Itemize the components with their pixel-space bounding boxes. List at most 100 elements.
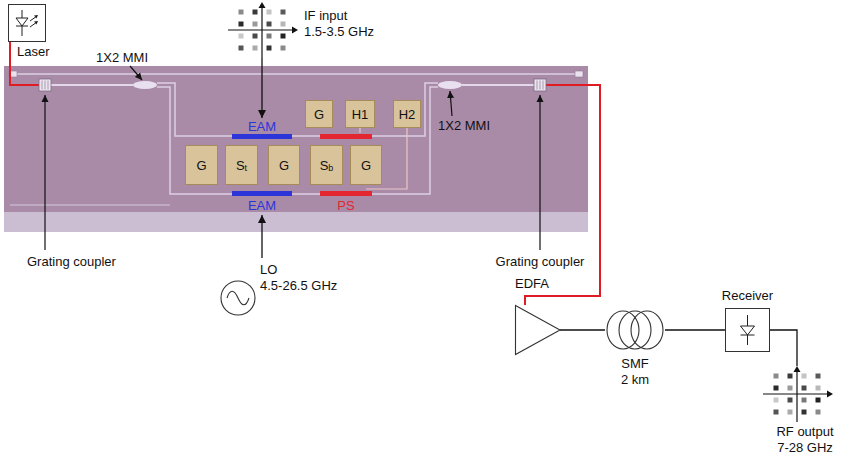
constellation-point: [239, 22, 244, 27]
grating-line: [543, 81, 544, 90]
leader-arrow: [539, 95, 540, 250]
node-text: Receiver: [722, 288, 773, 303]
connector-line: [525, 85, 600, 305]
node-text: G: [361, 158, 371, 173]
constellation-point: [281, 22, 286, 27]
chip-photo: [4, 66, 588, 232]
constellation-point: [253, 34, 258, 39]
axis-line: [261, 7, 262, 58]
node-outline: [515, 305, 560, 355]
pad-metal: [186, 146, 218, 185]
grating-coupler: Grating coupler: [534, 79, 546, 91]
leader-arrow: [130, 66, 142, 80]
node-text: G: [314, 107, 324, 122]
electrode-pad: St: [225, 145, 258, 185]
laser-box: Laser: [8, 4, 46, 42]
pad-label: G: [185, 145, 218, 185]
signal-source: LO4.5-26.5 GHz: [220, 258, 345, 316]
node-text: RF output: [776, 424, 833, 439]
constellation-point: [253, 46, 258, 51]
mmi-coupler: [133, 81, 157, 89]
constellation-point: [281, 10, 286, 15]
node-text: G: [279, 158, 289, 173]
waveguide: [51, 84, 133, 86]
arrow-head: [34, 15, 38, 19]
pad-metal: [346, 101, 375, 128]
constellation-point: [253, 10, 258, 15]
pad-metal: [269, 146, 300, 185]
connector-line: [665, 329, 725, 330]
constellation-point: [239, 10, 244, 15]
grating-line: [537, 81, 538, 90]
coupler-square: [534, 79, 546, 91]
arrow-head: [827, 391, 833, 398]
modulator-arm: [157, 87, 438, 194]
leader-arrow: [450, 91, 452, 116]
constellation-point: [267, 22, 272, 27]
node-text: 7-28 GHz: [777, 440, 833, 455]
node-text: EAM: [248, 198, 276, 213]
coupler-square: [39, 79, 51, 91]
constellation-point: [774, 410, 779, 415]
grating-line: [48, 81, 49, 90]
node-text: Grating coupler: [27, 254, 116, 269]
grating-line: [45, 81, 46, 90]
arrow-head: [794, 366, 801, 372]
constellation-point: [774, 398, 779, 403]
pad-metal: [351, 146, 382, 185]
node-text: Grating coupler: [496, 254, 585, 269]
constellation-point: [816, 410, 821, 415]
node-text: EAM: [248, 119, 276, 134]
electrode-pad: Sb: [310, 145, 343, 185]
pad-label: G: [305, 100, 333, 128]
connector-line: [261, 58, 262, 118]
modulator-bar: EAM: [232, 191, 292, 215]
bar-strip: [232, 191, 292, 196]
constellation-point: [281, 46, 286, 51]
source-circle: [221, 281, 255, 315]
bar-strip: [320, 191, 372, 196]
test-coupler: [575, 71, 583, 77]
node-text: LO: [260, 262, 277, 277]
electrode-pad: G: [350, 145, 382, 185]
node-text: Laser: [17, 44, 50, 59]
node-text: 1.5-3.5 GHz: [304, 24, 374, 39]
node-text: EDFA: [515, 276, 549, 291]
node-text: 4.5-26.5 GHz: [260, 278, 337, 293]
constellation-point: [816, 398, 821, 403]
constellation-point: [802, 410, 807, 415]
node-outline: [8, 4, 46, 42]
arrow-head: [34, 21, 38, 25]
node-outline: [725, 308, 770, 352]
node-outline: [605, 310, 665, 350]
connector-line: [261, 215, 262, 258]
pad-metal: [394, 101, 421, 128]
node-text: SMF: [621, 356, 648, 371]
electrode-pad: H1: [345, 100, 375, 128]
diode-symbol: [16, 10, 37, 36]
receiver-outline: [726, 309, 770, 352]
node-outline: [39, 79, 51, 91]
node-text: S: [236, 158, 245, 173]
waveguide: [16, 73, 576, 75]
pad-metal: [226, 146, 258, 185]
node-text: t: [245, 161, 248, 176]
fiber-coil: SMF2 km: [605, 310, 665, 350]
grating-line: [42, 81, 43, 90]
constellation-point: [267, 10, 272, 15]
waveguide: [10, 204, 170, 205]
constellation-point: [802, 374, 807, 379]
amplifier-outline: [516, 306, 561, 355]
node-text: H1: [352, 107, 369, 122]
constellation-point: [267, 34, 272, 39]
connector-line: [770, 330, 797, 366]
constellation-point: [267, 46, 272, 51]
axis-line: [796, 371, 797, 422]
node-text: b: [328, 161, 333, 176]
pad-metal: [311, 146, 343, 185]
constellation-point: [788, 374, 793, 379]
axis-line: [763, 393, 828, 394]
pad-label: G: [350, 145, 382, 185]
